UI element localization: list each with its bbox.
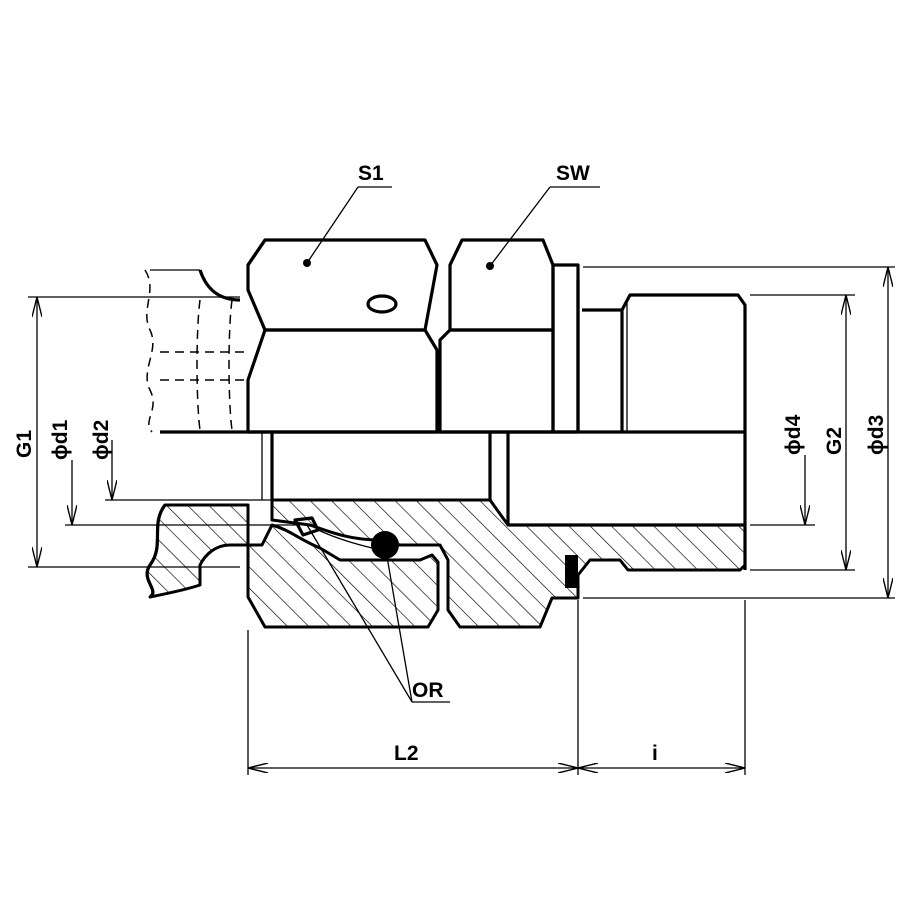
nut-hex-upper (246, 238, 439, 332)
label-d2: ϕd2 (90, 420, 113, 460)
dimension-lines (37, 267, 888, 768)
label-d4: ϕd4 (782, 414, 805, 455)
labels: S1 SW OR L2 i G1 ϕd1 ϕd2 ϕd4 G2 ϕd3 (13, 162, 888, 765)
nut-hole (366, 294, 398, 314)
label-sw: SW (556, 162, 590, 185)
body-hex (438, 238, 580, 434)
label-l2: L2 (394, 742, 419, 765)
body-hex-upper (448, 238, 555, 332)
nut (246, 238, 439, 434)
label-or: OR (412, 679, 444, 702)
seal-ring (565, 555, 578, 588)
nut-hex-lower (246, 328, 439, 434)
section (246, 498, 747, 629)
body-hex-lower (438, 328, 555, 434)
label-s1: S1 (358, 162, 384, 185)
label-d1: ϕd1 (49, 419, 72, 460)
label-g1: G1 (13, 430, 36, 458)
tube (144, 269, 250, 599)
label-d3: ϕd3 (865, 415, 888, 455)
tube-break-top (144, 269, 154, 433)
tube-wall-section (145, 503, 250, 599)
thread-stud (576, 280, 747, 432)
extension-lines (28, 266, 895, 775)
label-g2: G2 (823, 427, 846, 455)
leaders (306, 186, 600, 703)
nut-section (246, 523, 440, 629)
label-i: i (652, 742, 658, 765)
body-section (270, 498, 747, 629)
